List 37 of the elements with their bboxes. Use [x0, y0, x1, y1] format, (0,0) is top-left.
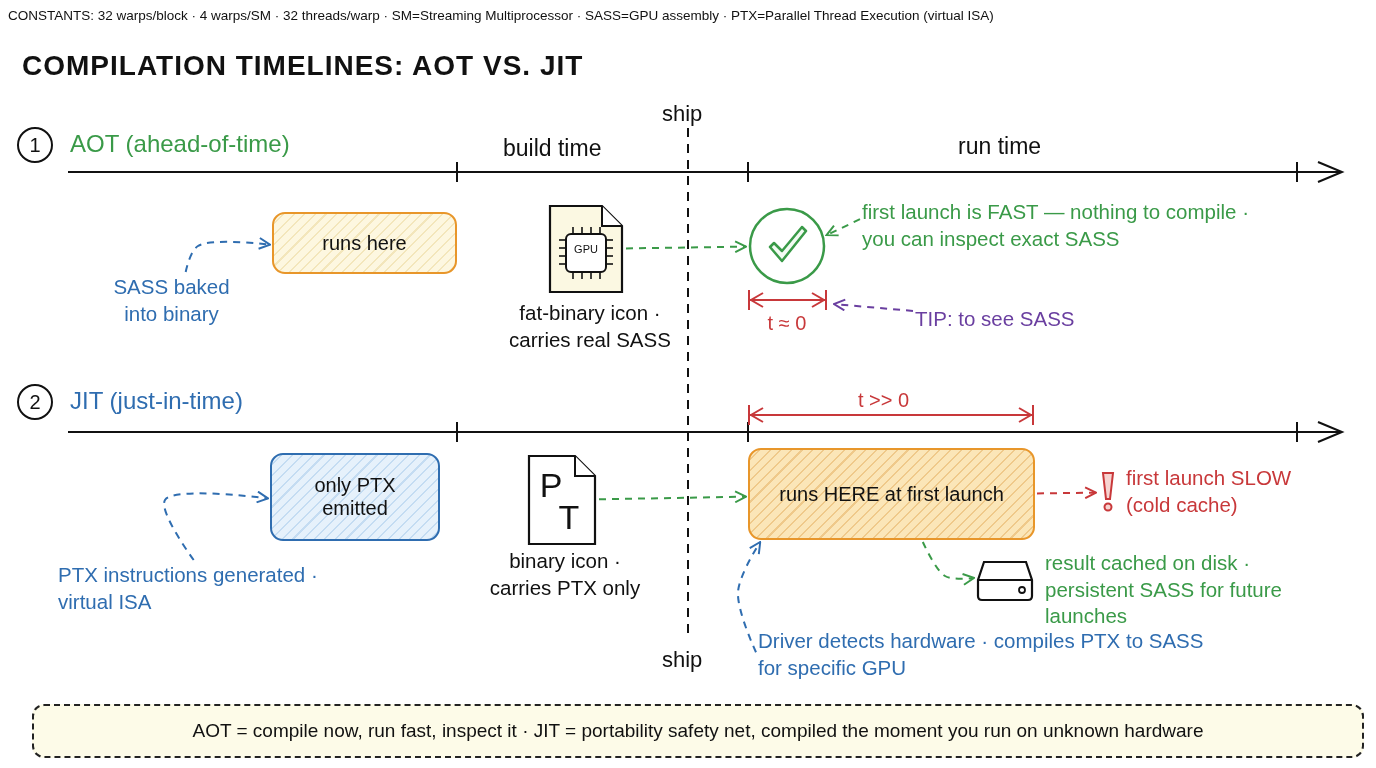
summary-note: AOT = compile now, run fast, inspect it · JIT = portability safety net, compiled the moment you run on unknown hardware: [32, 704, 1364, 758]
dimension-label: t >> 0: [858, 388, 910, 413]
icon-caption: fat-binary icon · carries real SASS: [508, 300, 672, 353]
constants-note: CONSTANTS: 32 warps/block · 4 warps/SM · 32 threads/warp · SM=Streaming Multiprocessor · SASS=GPU assembly · PTX=Parallel Thread Execution (virtual ISA): [8, 8, 994, 25]
dashed-arrow: [737, 541, 762, 654]
timeline-label: ship: [662, 646, 703, 674]
annotation-text: first launch SLOW (cold cache): [1126, 465, 1293, 518]
file-letter: P: [539, 468, 563, 502]
annotation-text: SASS baked into binary: [104, 274, 239, 328]
process-box: runs here: [272, 212, 457, 274]
file-letter: T: [557, 500, 581, 534]
dashed-arrow: [921, 541, 975, 586]
dashed-arrow: [163, 490, 269, 561]
dashed-arrow: [184, 237, 271, 273]
annotation-text: Driver detects hardware · compiles PTX to SASS for specific GPU: [758, 628, 1208, 682]
annotation-text: PTX instructions generated · virtual ISA: [58, 562, 358, 616]
step-number: 1: [17, 127, 53, 163]
dashed-arrow: [825, 218, 861, 237]
annotation-text: TIP: to see SASS: [915, 306, 1215, 333]
section-heading: JIT (just-in-time): [70, 386, 243, 416]
process-box: only PTX emitted: [270, 453, 440, 541]
icon-caption: result cached on disk · persistent SASS for future launches: [1045, 550, 1283, 630]
timeline-label: run time: [958, 132, 1042, 161]
section-heading: AOT (ahead-of-time): [70, 129, 290, 159]
dimension-label: t ≈ 0: [766, 311, 808, 336]
annotation-text: first launch is FAST — nothing to compile · you can inspect exact SASS: [862, 199, 1282, 253]
dashed-arrow: [833, 298, 914, 312]
dashed-arrow: [598, 490, 747, 504]
timeline-label: ship: [662, 100, 703, 128]
timeline-label: build time: [503, 134, 602, 163]
diagram-title: COMPILATION TIMELINES: AOT VS. JIT: [22, 49, 584, 83]
icon-caption: binary icon · carries PTX only: [488, 548, 642, 601]
step-number: 2: [17, 384, 53, 420]
dashed-arrow: [1036, 486, 1097, 500]
chip-label: GPU: [573, 244, 599, 255]
dashed-arrow: [625, 240, 747, 254]
process-box: runs HERE at first launch: [748, 448, 1035, 540]
